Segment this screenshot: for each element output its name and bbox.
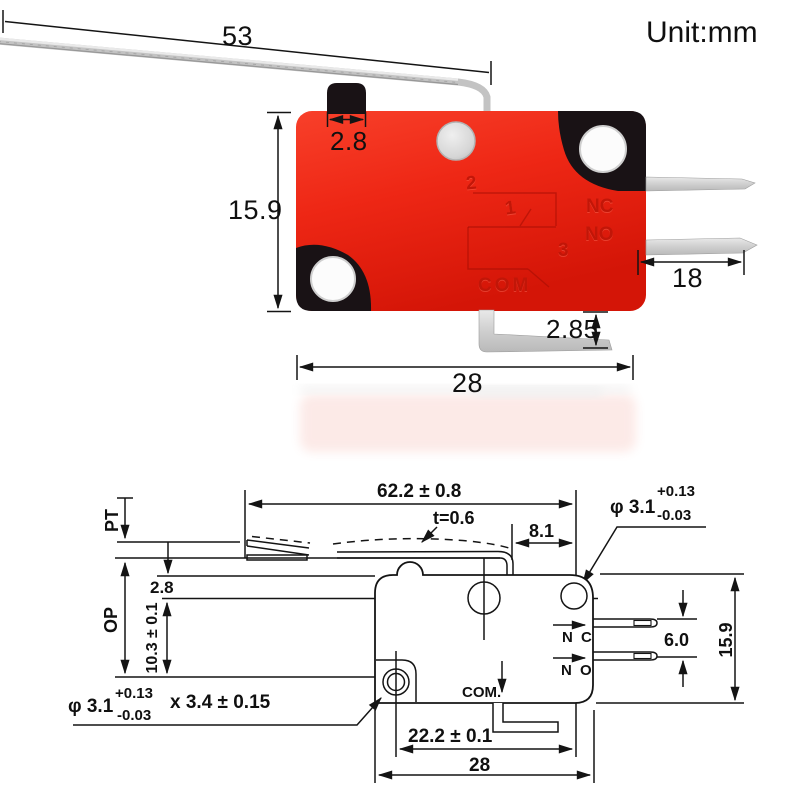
drawing-graphics [73,490,744,783]
label-op: OP [101,606,121,633]
hole-top-dia: φ 3.1 [610,497,656,518]
hole-bottom-depth: x 3.4 ± 0.15 [170,692,271,713]
hole-bottom-tol-plus: +0.13 [115,685,153,702]
hole-top-tol-plus: +0.13 [657,483,695,500]
hole-top-tol-minus: -0.03 [657,507,692,524]
photo-dim-lines [267,111,745,380]
label-nc: N C [562,629,594,646]
marking-com: COM [478,275,532,296]
dim-total-length: 62.2 ± 0.8 [377,481,462,502]
marking-nc: NC [586,196,614,217]
dim-lever-length: 53 [222,21,254,51]
marking-2: 2 [465,172,478,195]
label-no: N O [561,662,594,679]
hole-bottom-dia: φ 3.1 [68,696,114,717]
switch-body [296,111,646,311]
label-pt: PT [102,508,122,532]
dim-hole-top-offset: 2.8 [150,578,174,597]
dim-53-graphic [2,10,492,85]
marking-1: 1 [503,197,517,220]
dim-plunger-width: 2.8 [330,126,368,156]
rivet [436,121,476,161]
label-thickness: t=0.6 [433,508,475,528]
embossed-schematic [467,192,557,288]
mount-corner-bottom-left [296,244,372,311]
unit-label: Unit:mm [646,16,758,49]
com-terminal [478,309,613,353]
dim-body-width-photo: 28 [452,368,484,398]
hole-bottom-tol-minus: -0.03 [117,707,152,724]
lever-arm [0,37,491,113]
marking-no: NO [585,224,614,245]
mount-corner-top-right [558,111,646,191]
photo-reflection [300,386,636,452]
photo-switch [0,10,758,452]
plunger-button [327,83,366,114]
dim-com-terminal-drop: 2.85 [546,314,599,344]
dim-body-height-photo: 15.9 [228,195,283,225]
dim-terminal-length: 18 [672,263,704,293]
dim-body-width-drawing: 28 [469,755,491,776]
label-com: COM. [462,684,502,701]
marking-3: 3 [558,240,569,261]
terminal-pins [645,176,758,256]
dim-terminal-pitch: 6.0 [664,630,690,650]
dim-com-position: 22.2 ± 0.1 [408,726,493,747]
dim-hole-spacing: 10.3 ± 0.1 [144,602,161,674]
dim-body-height-drawing: 15.9 [716,622,736,658]
dim-lever-overhang: 8.1 [529,521,555,541]
